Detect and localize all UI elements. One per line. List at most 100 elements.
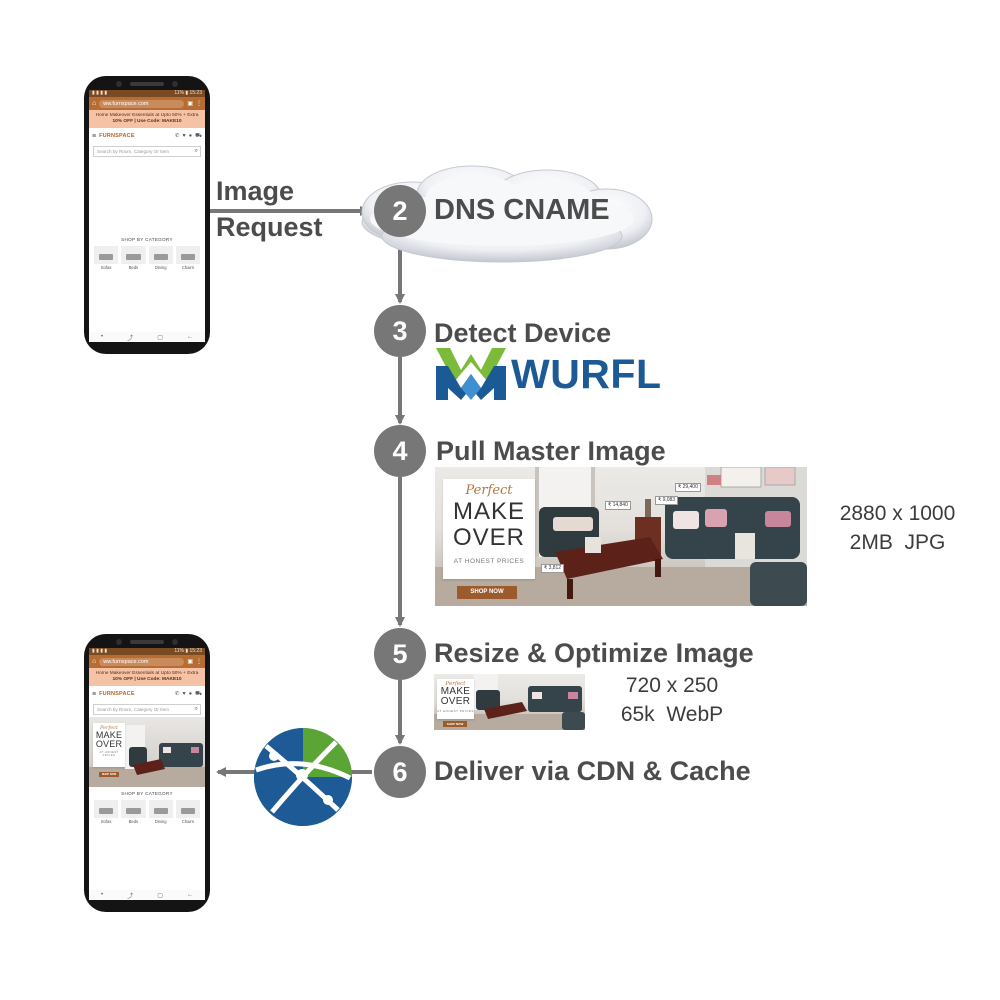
recent-apps-icon: ⤴ xyxy=(127,335,134,342)
smartphone-icon: ▮ ▮ ▮ ▮ 11% ▮ 15:23 ⌂ ww.furnspace.com ▣… xyxy=(84,634,210,912)
delivered-over-text: OVER xyxy=(95,739,123,749)
optimized-image-dimensions: 720 x 250 xyxy=(625,674,719,697)
optimized-shop-now: SHOP NOW xyxy=(443,721,467,727)
promo-over-text: OVER xyxy=(452,524,525,551)
delivered-banner: Perfect MAKE OVER AT HONEST PRICES SHOP … xyxy=(89,717,205,787)
step-6-label: Deliver via CDN & Cache xyxy=(434,756,751,786)
price-tag: ₹ 29,400 xyxy=(675,483,701,492)
category-name: Chairs xyxy=(181,265,194,270)
shop-by-category-heading: SHOP BY CATEGORY xyxy=(121,237,173,242)
phone-camera xyxy=(116,639,122,645)
heart-icon: ♥ xyxy=(182,133,186,139)
optimized-promo-card: Perfect MAKE OVER AT HONEST PRICES xyxy=(437,679,474,719)
step-2-badge: 2 xyxy=(374,185,426,237)
status-right: 11% ▮ 15:23 xyxy=(174,90,202,96)
price-tag: ₹ 3,812 xyxy=(541,564,565,573)
wurfl-logo-icon xyxy=(436,348,506,400)
master-room-scene xyxy=(435,467,807,606)
promo-line2: 10% OFF | Use Code: MAKE10 xyxy=(112,677,182,682)
master-image-dimensions: 2880 x 1000 xyxy=(839,502,956,525)
optimized-perfect-text: Perfect xyxy=(445,681,466,687)
delivered-perfect-text: Perfect xyxy=(99,725,119,731)
browser-url-bar: ⌂ ww.furnspace.com ▣ ⋮ xyxy=(89,97,205,110)
site-header: ≡ FURNSPACE ✆ ♥ ● ⛟ xyxy=(89,686,205,702)
status-bar: ▮ ▮ ▮ ▮ 11% ▮ 15:23 xyxy=(89,90,205,97)
status-left: ▮ ▮ ▮ ▮ xyxy=(92,90,108,96)
step-4-label: Pull Master Image xyxy=(436,436,666,466)
step-1-label-line1: Image xyxy=(216,176,295,206)
promo-line1: Home Makeover Essentials at Upto 50% + E… xyxy=(95,671,199,676)
step-5-label: Resize & Optimize Image xyxy=(434,638,754,668)
browser-url-bar: ⌂ ww.furnspace.com ▣ ⋮ xyxy=(89,655,205,668)
promo-strip: Home Makeover Essentials at Upto 50% + E… xyxy=(89,668,205,686)
search-placeholder: Search by Room, Category Or Item xyxy=(97,149,169,154)
tabs-icon: ▣ xyxy=(187,658,193,665)
home-button-icon: ▢ xyxy=(157,892,163,899)
step-5-badge: 5 xyxy=(374,628,426,680)
status-left: ▮ ▮ ▮ ▮ xyxy=(92,648,108,654)
status-right: 11% ▮ 15:23 xyxy=(174,648,202,654)
menu-icon: ⋮ xyxy=(196,658,202,665)
site-header: ≡ FURNSPACE ✆ ♥ ● ⛟ xyxy=(89,128,205,144)
step-4-badge: 4 xyxy=(374,425,426,477)
optimized-make-text: MAKE xyxy=(440,686,471,697)
price-tag: ₹ 14,840 xyxy=(605,501,631,510)
cart-icon: ⛟ xyxy=(195,690,202,697)
price-tag: ₹ 9,083 xyxy=(655,496,679,505)
android-nav-bar: • ⤴ ▢ ← xyxy=(89,332,205,342)
step-3-label: Detect Device xyxy=(434,318,612,348)
back-icon: ← xyxy=(186,892,193,898)
category-name: Chairs xyxy=(181,819,194,824)
back-icon: ← xyxy=(186,334,193,340)
cdn-globe-icon xyxy=(254,728,352,826)
phone-call-icon: ✆ xyxy=(174,691,180,697)
delivered-honest-text: AT HONEST PRICES xyxy=(99,751,119,757)
user-icon: ● xyxy=(188,691,193,697)
brand-logo: FURNSPACE xyxy=(99,691,135,697)
category-grid: Sofas Beds Dining Chairs xyxy=(89,242,205,274)
hamburger-icon: ≡ xyxy=(92,132,97,140)
phone-earpiece xyxy=(130,640,164,644)
promo-make-text: MAKE xyxy=(452,498,525,525)
step-6-badge: 6 xyxy=(374,746,426,798)
delivered-make-text: MAKE xyxy=(95,730,123,740)
makeover-promo-card: Perfect MAKE OVER AT HONEST PRICES xyxy=(443,479,535,579)
category-name: Sofas xyxy=(100,265,112,270)
recent-apps-icon: ⤴ xyxy=(127,893,134,900)
shop-now-button: SHOP NOW xyxy=(457,586,517,599)
user-icon: ● xyxy=(188,133,193,139)
phone-screen: ▮ ▮ ▮ ▮ 11% ▮ 15:23 ⌂ ww.furnspace.com ▣… xyxy=(89,90,205,342)
brand-logo: FURNSPACE xyxy=(99,133,135,139)
cart-icon: ⛟ xyxy=(195,132,202,139)
category-item: Chairs xyxy=(175,800,200,824)
optimized-honest-text: AT HONEST PRICES xyxy=(437,709,474,713)
search-placeholder: Search by Room, Category Or Item xyxy=(97,707,169,712)
optimized-over-text: OVER xyxy=(440,696,471,707)
phone-screen: ▮ ▮ ▮ ▮ 11% ▮ 15:23 ⌂ ww.furnspace.com ▣… xyxy=(89,648,205,900)
menu-icon: ⋮ xyxy=(196,100,202,107)
category-name: Dining xyxy=(154,819,167,824)
loading-area xyxy=(89,159,205,233)
phone-camera xyxy=(172,81,178,87)
tabs-icon: ▣ xyxy=(187,100,193,107)
category-item: Dining xyxy=(148,800,173,824)
search-icon: ⌕ xyxy=(194,148,198,154)
phone-earpiece xyxy=(130,82,164,86)
heart-icon: ♥ xyxy=(182,691,186,697)
master-image-size-format: 2MB JPG xyxy=(849,531,946,554)
nav-dot-icon: • xyxy=(101,892,104,898)
step-2-label: DNS CNAME xyxy=(434,194,610,226)
search-input: Search by Room, Category Or Item ⌕ xyxy=(93,146,201,157)
url-field: ww.furnspace.com xyxy=(99,99,185,108)
step-3-badge: 3 xyxy=(374,305,426,357)
promo-line1: Home Makeover Essentials at Upto 50% + E… xyxy=(95,113,199,118)
hamburger-icon: ≡ xyxy=(92,690,97,698)
search-icon: ⌕ xyxy=(194,706,198,712)
category-name: Sofas xyxy=(100,819,112,824)
step-1-label-line2: Request xyxy=(216,212,323,242)
delivered-promo-card: Perfect MAKE OVER AT HONEST PRICES xyxy=(93,723,125,767)
phone-call-icon: ✆ xyxy=(174,133,180,139)
optimized-image-size-format: 65k WebP xyxy=(620,703,724,726)
delivered-shop-now: SHOP NOW xyxy=(99,772,119,777)
promo-line2: 10% OFF | Use Code: MAKE10 xyxy=(112,119,182,124)
